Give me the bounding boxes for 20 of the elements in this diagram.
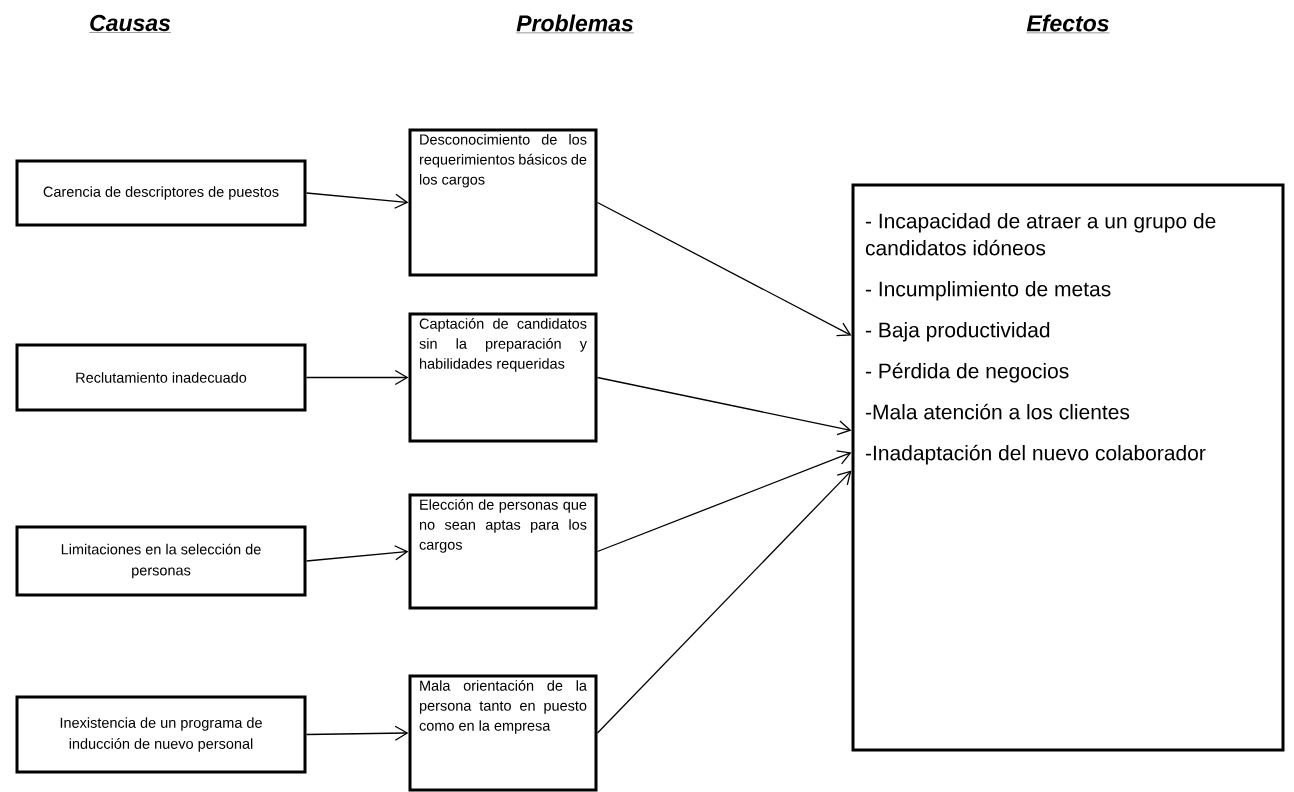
column-heading: Problemas	[516, 14, 634, 34]
cause-box: Limitaciones en la selección de personas	[15, 525, 307, 597]
problem-box: Captación de candidatos sin la preparación y habilidades requeridas	[408, 312, 598, 443]
column-heading: Efectos	[1026, 14, 1110, 34]
cause-box: Inexistencia de un programa de inducción de nuevo personal	[15, 695, 307, 774]
arrow	[305, 545, 409, 562]
cause-box: Reclutamiento inadecuado	[15, 343, 307, 412]
arrow	[305, 192, 409, 209]
arrow	[596, 450, 852, 553]
problem-box: Elección de personas que no sean aptas para los cargos	[408, 493, 598, 610]
arrow	[596, 201, 852, 337]
problem-box: Desconocimiento de los requerimientos básicos de los cargos	[408, 128, 598, 277]
effects-box: - Incapacidad de atraer a un grupo de candidatos idóneos - Incumplimiento de metas - Baja productividad - Pérdida de negocios -Mala atención a los clientes -Inadaptación del nuevo colaborador	[851, 183, 1285, 752]
arrow	[305, 369, 409, 386]
column-heading: Causas	[88, 14, 172, 33]
arrow	[305, 725, 409, 741]
arrow	[596, 376, 852, 436]
arrow	[596, 470, 852, 734]
cause-box: Carencia de descriptores de puestos	[15, 159, 307, 227]
problem-box: Mala orientación de la persona tanto en puesto como en la empresa	[408, 674, 598, 792]
